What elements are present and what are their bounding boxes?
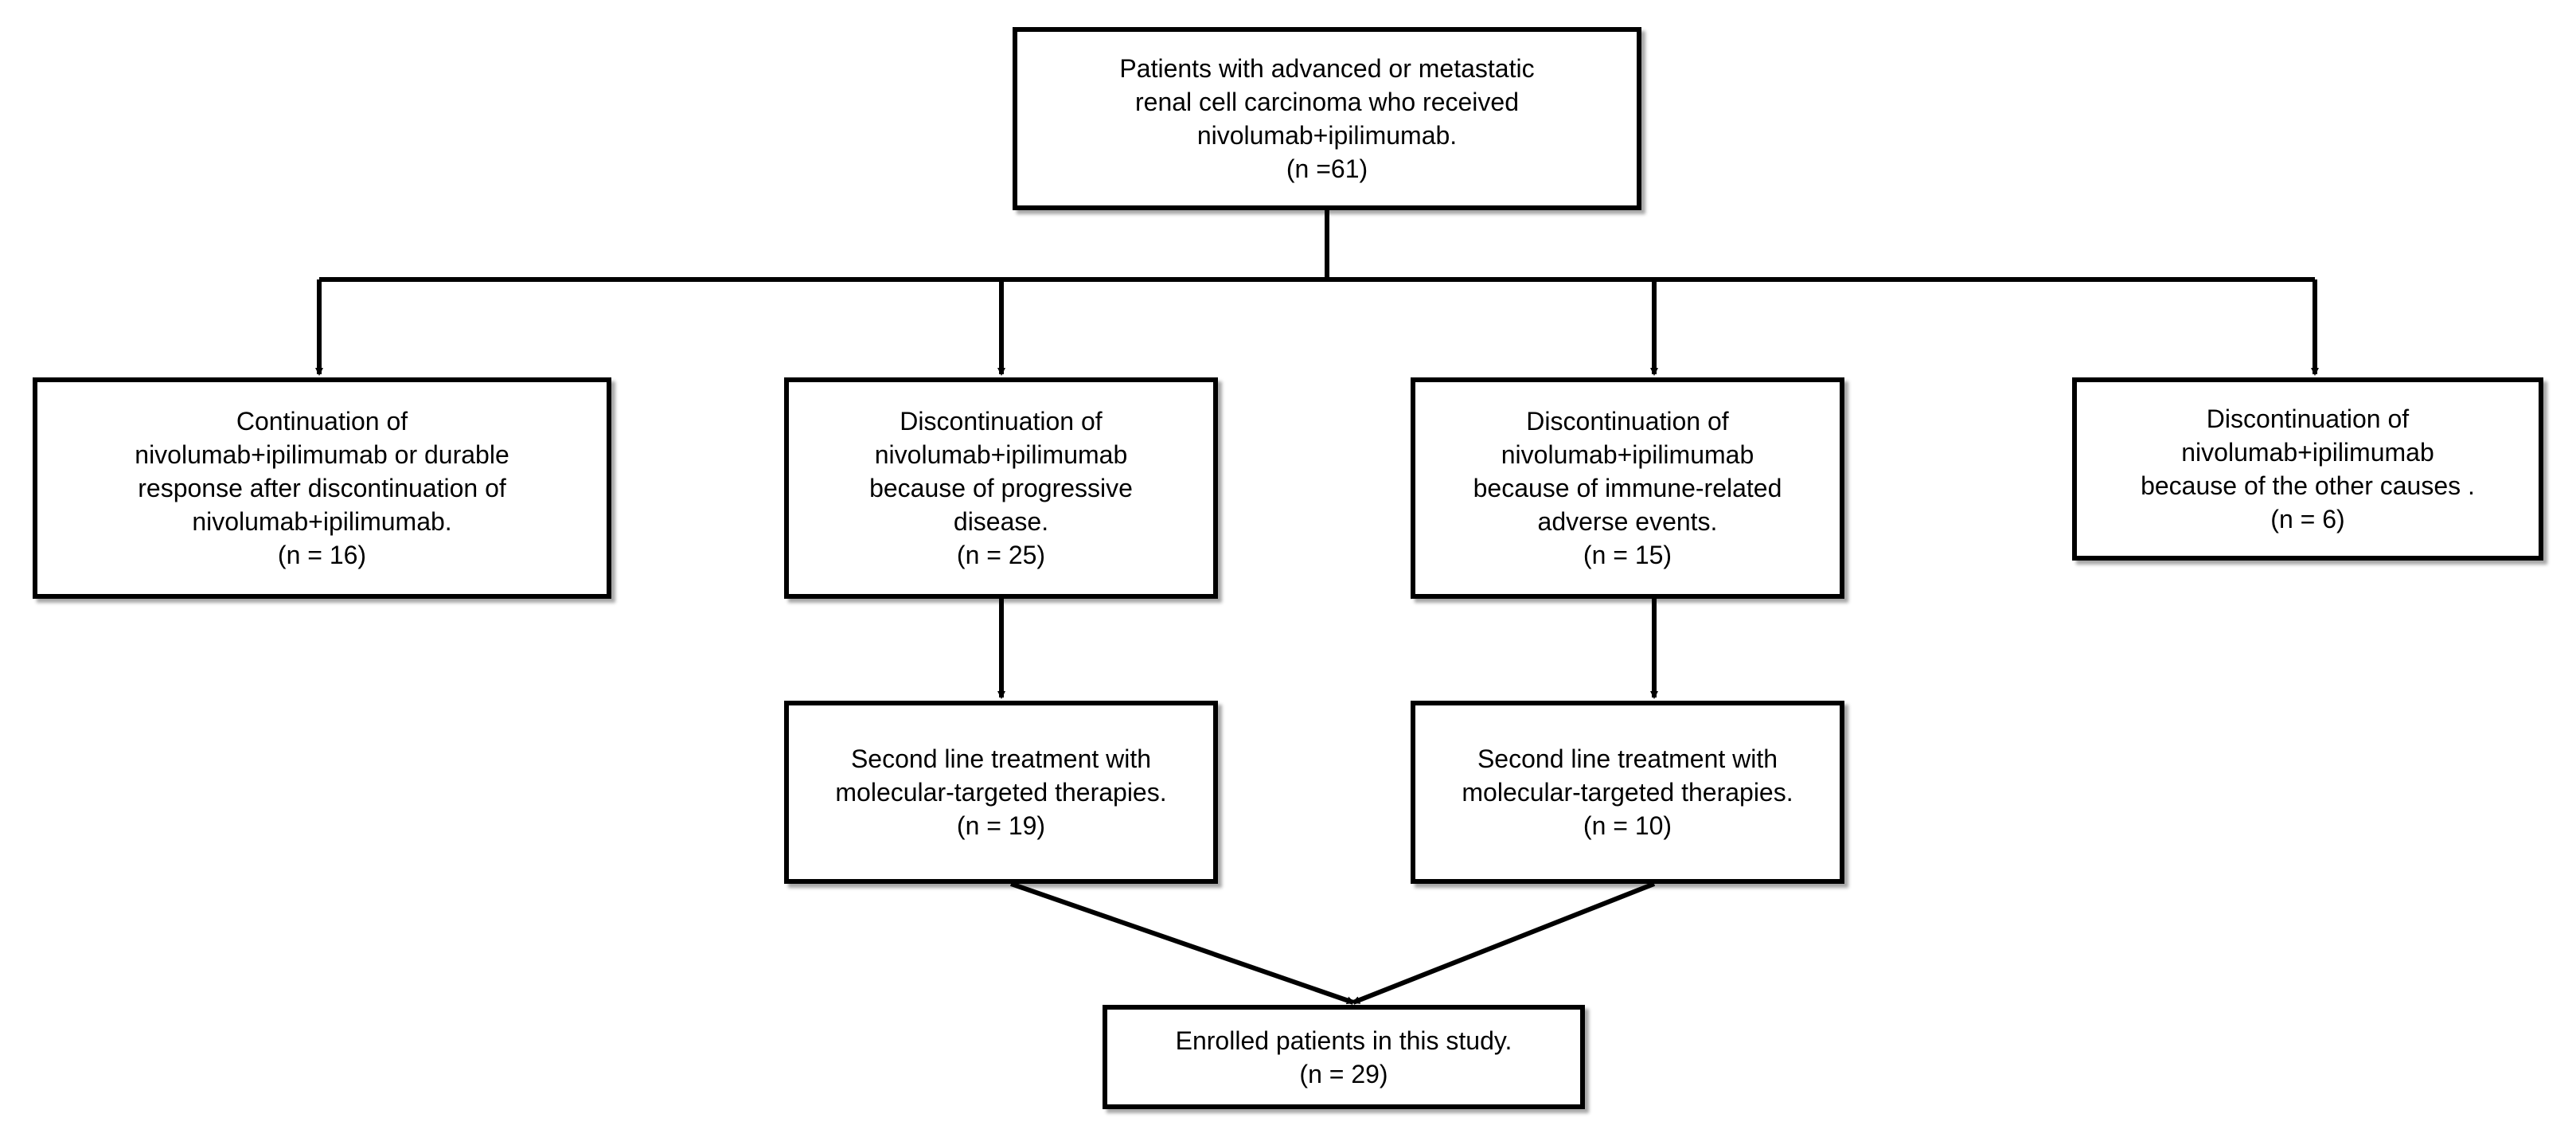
box-discontinuation-irae: Discontinuation of nivolumab+ipilimumab … xyxy=(1411,377,1844,599)
box-line: nivolumab+ipilimumab or durable xyxy=(135,440,509,469)
arrow-sl2-to-enrolled xyxy=(1352,881,1656,1005)
box-line: Continuation of xyxy=(236,407,408,436)
box-count: (n =61) xyxy=(1286,154,1368,183)
box-all-patients: Patients with advanced or metastatic ren… xyxy=(1013,27,1641,210)
box-count: (n = 15) xyxy=(1583,541,1672,569)
box-line: molecular-targeted therapies. xyxy=(1462,778,1793,807)
box-count: (n = 25) xyxy=(956,541,1046,569)
box-line: nivolumab+ipilimumab xyxy=(2181,438,2434,467)
box-second-line-after-progression: Second line treatment with molecular-tar… xyxy=(784,701,1218,884)
box-line: response after discontinuation of xyxy=(138,474,506,502)
box-line: because of immune-related xyxy=(1473,474,1782,502)
box-continuation: Continuation of nivolumab+ipilimumab or … xyxy=(33,377,611,599)
box-line: Patients with advanced or metastatic xyxy=(1119,54,1535,83)
box-second-line-after-irae: Second line treatment with molecular-tar… xyxy=(1411,701,1844,884)
box-line: Second line treatment with xyxy=(850,744,1152,773)
box-discontinuation-progressive: Discontinuation of nivolumab+ipilimumab … xyxy=(784,377,1218,599)
box-discontinuation-other: Discontinuation of nivolumab+ipilimumab … xyxy=(2072,377,2543,561)
arrow-sl1-to-enrolled xyxy=(1010,881,1355,1005)
box-line: nivolumab+ipilimumab. xyxy=(1196,121,1458,150)
box-line: nivolumab+ipilimumab xyxy=(1501,440,1754,469)
box-line: nivolumab+ipilimumab xyxy=(874,440,1128,469)
box-line: because of progressive xyxy=(869,474,1133,502)
box-enrolled-patients: Enrolled patients in this study. (n = 29… xyxy=(1103,1005,1585,1109)
box-count: (n = 16) xyxy=(277,541,367,569)
box-count: (n = 19) xyxy=(956,811,1046,840)
box-line: Discontinuation of xyxy=(900,407,1103,436)
box-count: (n = 29) xyxy=(1299,1059,1388,1088)
box-line: Enrolled patients in this study. xyxy=(1175,1026,1512,1055)
box-line: renal cell carcinoma who received xyxy=(1135,88,1519,116)
box-count: (n = 10) xyxy=(1583,811,1672,840)
box-line: nivolumab+ipilimumab. xyxy=(192,507,452,536)
box-line: molecular-targeted therapies. xyxy=(835,778,1167,807)
box-line: Discontinuation of xyxy=(2206,404,2410,433)
box-line: adverse events. xyxy=(1537,507,1718,536)
box-line: Discontinuation of xyxy=(1526,407,1729,436)
box-line: Second line treatment with xyxy=(1477,744,1778,773)
box-line: because of the other causes . xyxy=(2141,471,2475,500)
box-line: disease. xyxy=(953,507,1049,536)
box-count: (n = 6) xyxy=(2270,505,2345,533)
